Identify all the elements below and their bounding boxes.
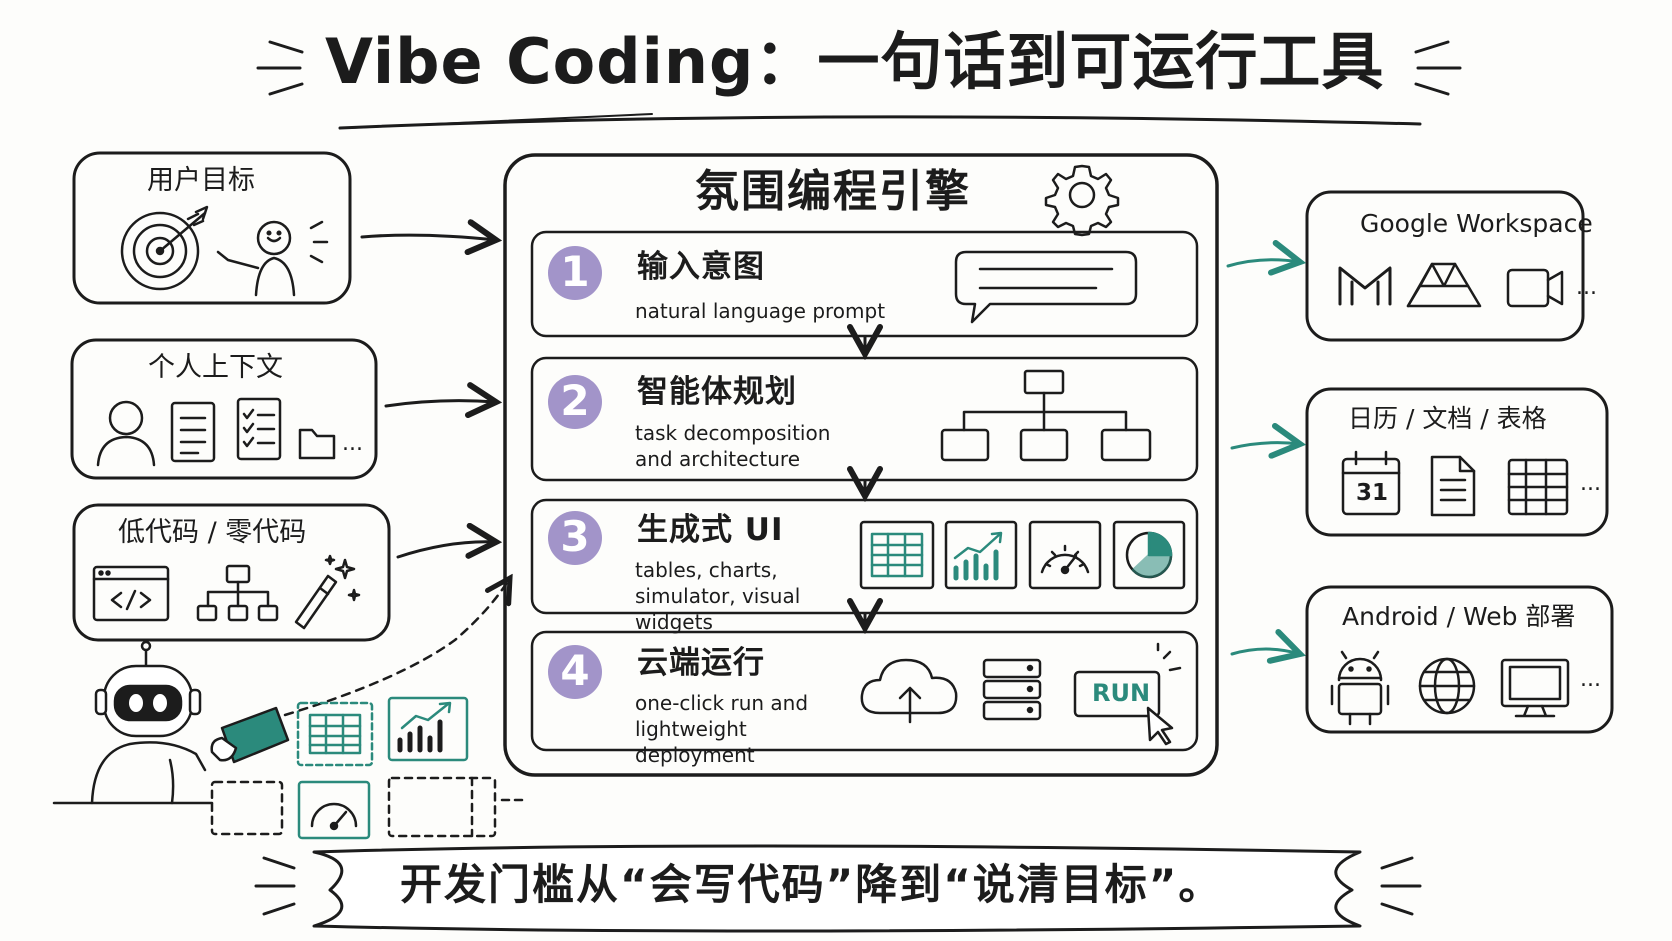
doc-icon [1430,455,1476,517]
tree-diagram-icon [940,369,1152,462]
step-1-subtitle: natural language prompt [635,299,886,323]
arrow-context-to-engine [384,401,496,406]
pie-chart-icon [1112,520,1186,590]
meet-icon [1506,268,1564,308]
chat-bubble-icon [954,250,1138,324]
drive-icon [1406,262,1482,308]
card-personal-context [70,338,378,480]
card-user-goal [72,151,352,305]
card-google-workspace [1305,190,1585,342]
server-icon [982,658,1042,721]
step-2-box [530,356,1199,482]
step-3-badge [548,511,602,565]
page-title: Vibe Coding：一句话到可运行工具 [325,25,1385,98]
arrow-engine-to-deploy [1230,649,1300,654]
globe-icon [1418,657,1476,715]
google-workspace-title: Google Workspace [1360,209,1593,238]
arrow-robot-to-engine [283,578,510,717]
engine-frame [503,153,1219,777]
step-4-number: 4 [560,646,590,695]
calendar-docs-more: ... [1580,471,1601,496]
arrow-lowcode-to-engine [396,542,496,557]
step-1-title: 输入意图 [637,249,765,285]
banner-decoration-right [1380,856,1422,916]
calendar-day: 31 [1356,480,1389,506]
cloud-upload-icon [860,658,958,724]
document-icon [170,401,216,463]
title-decoration-right [1414,40,1462,96]
tablet-icon [210,706,290,764]
user-icon [96,400,156,467]
android-icon [1330,650,1390,726]
arrow-goal-to-engine [360,235,496,240]
card-calendar-docs [1305,387,1609,537]
step-2-subtitle: task decomposition and architecture [635,421,831,471]
sheet-icon [1507,458,1569,516]
user-goal-title: 用户目标 [147,165,255,196]
low-code-title: 低代码 / 零代码 [118,517,307,548]
run-button-icon [1073,642,1182,746]
chart-up-icon [387,696,469,762]
step-2-number: 2 [560,376,590,425]
step-3-title: 生成式 UI [637,512,784,548]
step-3-box [530,498,1199,615]
gear-icon [1044,164,1120,237]
checklist-icon [236,397,282,461]
calendar-docs-title: 日历 / 文档 / 表格 [1348,404,1547,433]
code-window-icon [92,565,170,622]
personal-context-title: 个人上下文 [148,352,283,383]
placeholder-widgets [210,776,524,838]
magic-wand-icon [294,554,361,630]
robot-table-widget [296,701,374,767]
robot-gauge-widget [297,780,371,840]
step-2-badge [548,375,602,429]
title-underline [338,115,1422,130]
title-decoration-left [256,40,304,96]
arrow-engine-to-workspace [1226,260,1300,266]
step-2-title: 智能体规划 [637,374,797,410]
banner-decoration-left [254,856,296,916]
target-icon [120,205,209,291]
gmail-icon [1338,266,1392,306]
card-deployment [1305,585,1614,734]
step-1-number: 1 [560,247,590,296]
google-workspace-more: ... [1576,275,1597,300]
table-icon [859,520,935,590]
bottom-banner-shape [312,844,1362,933]
step-4-subtitle: one-click run and lightweight deployment [635,691,809,767]
bar-chart-icon [944,520,1018,590]
step-4-title: 云端运行 [637,645,765,681]
title-underline-accent [347,113,653,129]
run-label: RUN [1092,679,1151,707]
step-3-subtitle: tables, charts, simulator, visual widget… [635,558,801,634]
flowchart-icon [196,564,279,622]
engine-title: 氛围编程引擎 [695,166,971,217]
step-4-badge [548,645,602,699]
arrow-engine-to-docs [1230,443,1300,448]
deployment-more: ... [1580,667,1601,692]
person-pointing-icon [216,220,329,297]
bottom-banner-text: 开发门槛从“会写代码”降到“说清目标”。 [400,860,1223,909]
robot-icon [52,640,214,805]
monitor-icon [1500,658,1570,718]
calendar-icon [1341,450,1401,516]
folder-icon [298,428,336,460]
card-low-code [72,503,391,642]
step-1-badge [548,246,602,300]
deployment-title: Android / Web 部署 [1342,602,1576,631]
step-3-number: 3 [560,512,590,561]
gauge-icon [1028,520,1102,590]
personal-context-more: ... [342,431,363,456]
